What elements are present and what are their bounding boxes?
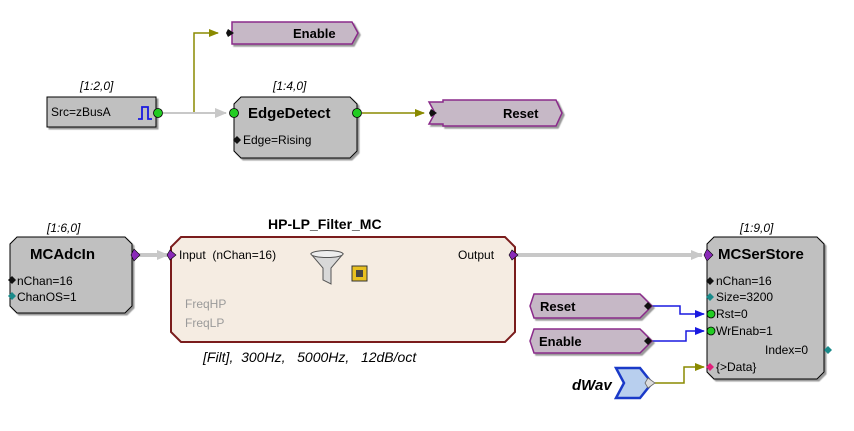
mcserstore-input-port[interactable] [703, 248, 714, 262]
tag-enable-top[interactable]: Enable [226, 21, 359, 45]
filter-output-label: Output [458, 248, 495, 262]
mcserstore-param-nchan: nChan=16 [716, 274, 772, 288]
tag-enable-top-port[interactable] [226, 29, 234, 37]
edgedetect-param: Edge=Rising [243, 133, 311, 147]
mcserstore-param-wrenab: WrEnab=1 [716, 324, 773, 338]
edgedetect-title: EdgeDetect [248, 105, 331, 122]
mcserstore-param-rst: Rst=0 [716, 307, 748, 321]
edgedetect-block[interactable]: [1:4,0] EdgeDetect Edge=Rising [229, 79, 362, 159]
filter-input-port[interactable] [166, 249, 177, 261]
mcadcin-param-chanos: ChanOS=1 [17, 290, 77, 304]
filter-title: HP-LP_Filter_MC [268, 216, 382, 232]
tag-reset-bottom-port[interactable] [644, 302, 652, 310]
wire-dwav-to-data [655, 363, 705, 384]
mcserstore-wrenab-port[interactable] [706, 326, 716, 336]
source-output-port[interactable] [153, 108, 163, 118]
mcadcin-nchan-port[interactable] [8, 276, 16, 284]
source-label: Src=zBusA [51, 105, 111, 119]
filter-param-lp: FreqLP [185, 316, 224, 330]
mcserstore-index: [1:9,0] [739, 221, 774, 235]
wire-src-to-enable [163, 29, 219, 114]
tag-dwav[interactable]: dWav [572, 366, 656, 400]
mcadcin-output-port[interactable] [130, 248, 141, 262]
tag-dwav-label: dWav [572, 377, 613, 394]
mcadcin-block[interactable]: [1:6,0] MCAdcIn nChan=16 ChanOS=1 [8, 221, 141, 314]
mcserstore-index-out-port[interactable] [824, 346, 832, 354]
tag-enable-bottom-label: Enable [539, 334, 582, 349]
edgedetect-index: [1:4,0] [272, 79, 307, 93]
mcserstore-data-port[interactable] [706, 363, 714, 371]
edgedetect-edge-port[interactable] [233, 136, 241, 144]
mcserstore-data-label: {>Data} [716, 360, 756, 374]
tag-reset-bottom[interactable]: Reset [529, 293, 654, 319]
edgedetect-input-port[interactable] [229, 108, 239, 118]
wire-reset-to-rst [652, 305, 705, 318]
filter-input-label: Input (nChan=16) [179, 248, 276, 262]
tag-enable-bottom[interactable]: Enable [529, 328, 654, 354]
mcserstore-index-out-label: Index=0 [765, 343, 808, 357]
mcserstore-rst-port[interactable] [706, 309, 716, 319]
tag-enable-bottom-port[interactable] [644, 337, 652, 345]
edgedetect-output-port[interactable] [352, 108, 362, 118]
tag-enable-top-label: Enable [293, 26, 336, 41]
tag-reset-top-label: Reset [503, 106, 539, 121]
mcadcin-param-nchan: nChan=16 [17, 274, 73, 288]
funnel-icon [309, 250, 368, 285]
tag-reset-top[interactable]: Reset [427, 99, 563, 127]
filter-caption: [Filt], 300Hz, 5000Hz, 12dB/oct [202, 349, 417, 365]
source-block[interactable]: [1:2,0] Src=zBusA [46, 79, 163, 128]
filter-output-port[interactable] [508, 249, 519, 261]
tag-reset-top-port[interactable] [429, 109, 437, 117]
mcserstore-nchan-port[interactable] [706, 277, 714, 285]
source-index: [1:2,0] [79, 79, 114, 93]
tag-reset-bottom-label: Reset [540, 299, 576, 314]
mcadcin-chanos-port[interactable] [8, 292, 16, 300]
wire-enable-to-wrenab [652, 327, 705, 342]
mcserstore-param-size: Size=3200 [716, 290, 773, 304]
mcadcin-index: [1:6,0] [46, 221, 81, 235]
mcserstore-block[interactable]: [1:9,0] MCSerStore nChan=16 Size=3200 Rs… [703, 221, 832, 380]
pulse-icon [138, 106, 152, 120]
filter-macro[interactable]: HP-LP_Filter_MC Input (nChan=16) Output … [166, 216, 519, 365]
tag-dwav-port[interactable] [644, 377, 656, 389]
mcserstore-title: MCSerStore [718, 246, 804, 263]
mcadcin-title: MCAdcIn [30, 246, 95, 263]
filter-param-hp: FreqHP [185, 297, 226, 311]
mcserstore-size-port[interactable] [706, 293, 714, 301]
